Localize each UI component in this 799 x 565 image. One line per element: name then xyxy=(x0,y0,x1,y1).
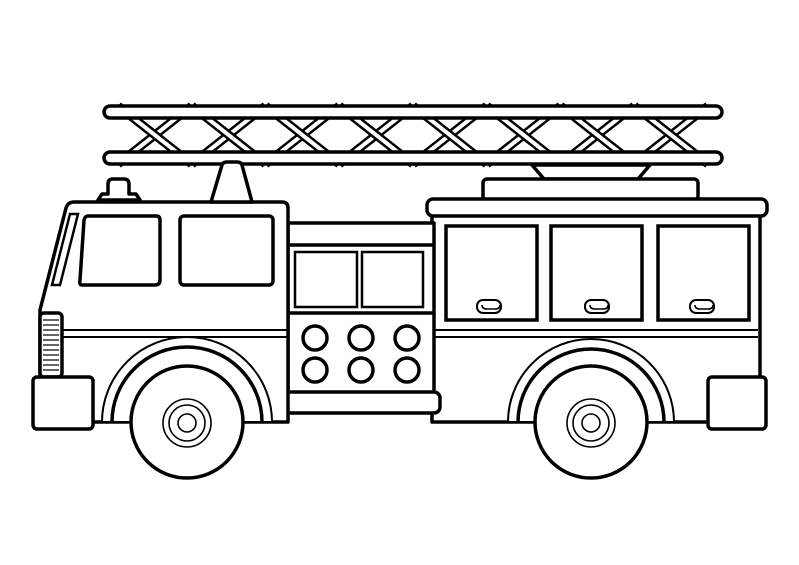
pump-panel-dials xyxy=(301,324,421,384)
ladder-bottom-rail xyxy=(102,150,724,166)
ladder-top-rail xyxy=(102,104,724,120)
compartment-door xyxy=(549,224,644,322)
rear-body xyxy=(425,197,769,424)
windshield xyxy=(50,212,80,287)
grille-slats xyxy=(43,319,59,371)
rear-body-top-cap xyxy=(425,197,769,218)
beacon-light xyxy=(96,177,142,202)
cab-door-window xyxy=(178,214,275,287)
front-wheel xyxy=(100,336,274,480)
door-handle xyxy=(476,299,502,314)
running-board xyxy=(280,390,442,415)
door-handle xyxy=(689,299,715,314)
compartment-door xyxy=(444,224,539,322)
dial xyxy=(301,324,329,352)
dial xyxy=(393,324,421,352)
middle-window xyxy=(360,250,425,309)
dial xyxy=(301,356,329,384)
middle-window xyxy=(293,250,359,309)
front-bumper xyxy=(31,375,95,431)
dial xyxy=(393,356,421,384)
siren-horn xyxy=(209,160,254,204)
cab-front-window xyxy=(78,214,162,287)
middle-section xyxy=(286,221,436,405)
ladder-base-box xyxy=(481,177,700,202)
dial xyxy=(347,324,375,352)
ladder-mount xyxy=(530,163,652,181)
compartment-door xyxy=(656,224,751,322)
ladder xyxy=(102,102,724,168)
door-handle xyxy=(584,299,610,314)
dial xyxy=(347,356,375,384)
rear-bumper xyxy=(706,375,768,431)
rear-wheel xyxy=(506,338,676,480)
